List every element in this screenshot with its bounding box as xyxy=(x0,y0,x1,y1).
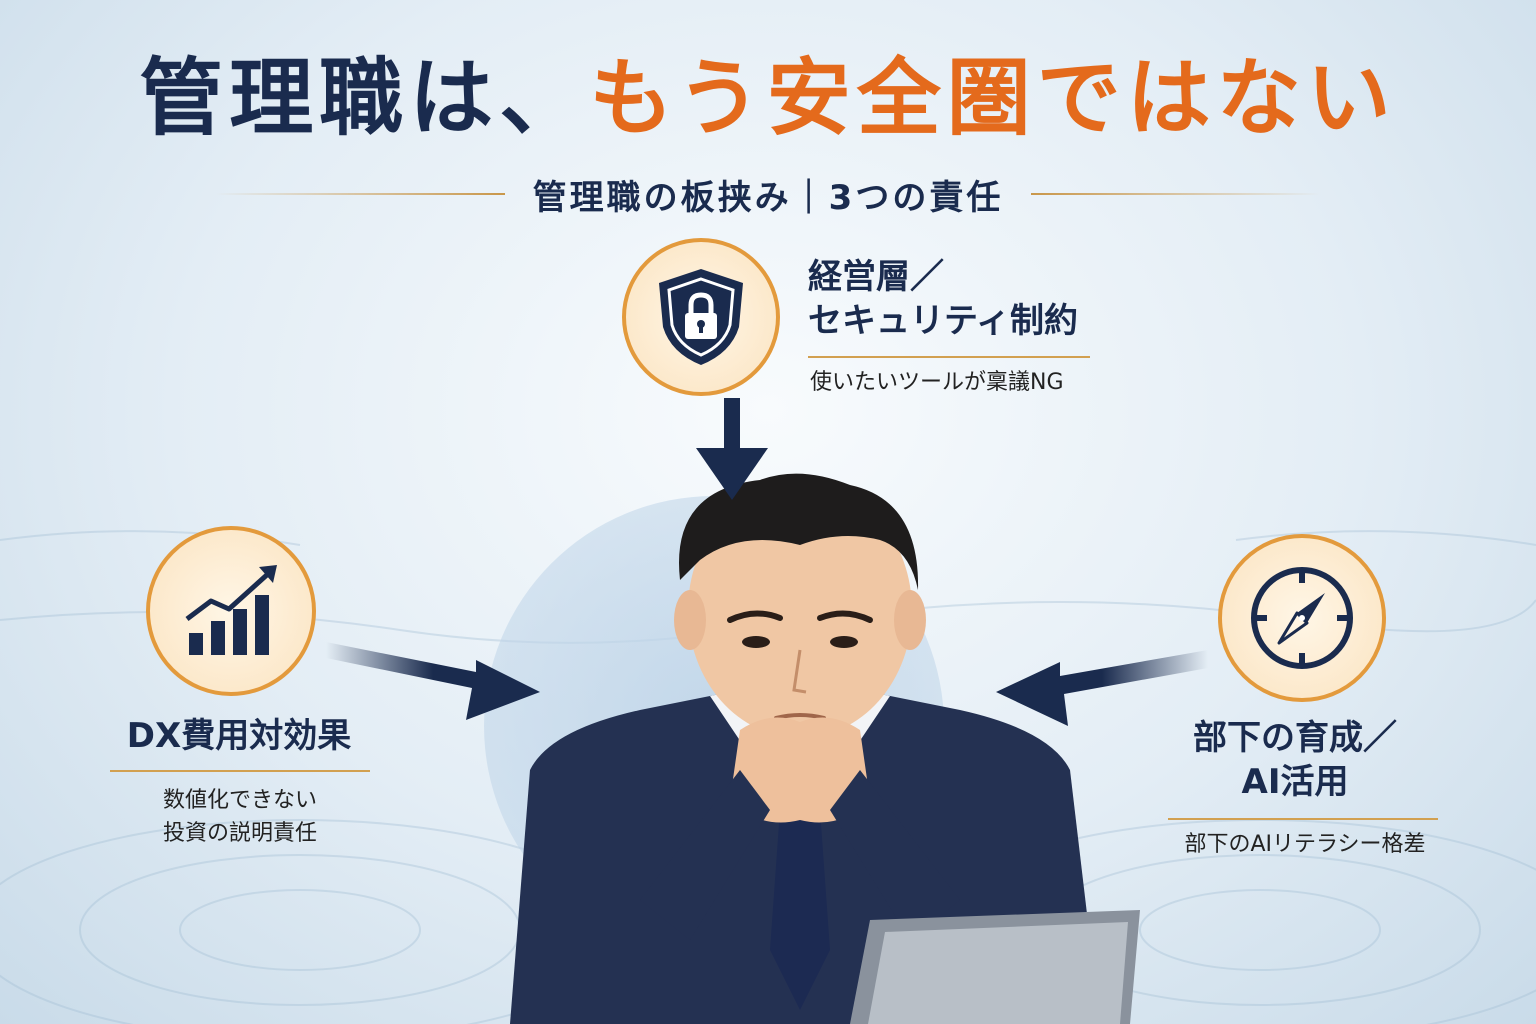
title-part-2: もう安全圏 xyxy=(589,49,1037,147)
top-heading: 経営層／ セキュリティ制約 xyxy=(808,255,1078,343)
growth-chart-icon xyxy=(185,565,277,655)
top-heading-line-2: セキュリティ制約 xyxy=(808,301,1078,342)
left-note-line-1: 数値化できない xyxy=(162,788,317,813)
left-note-line-2: 投資の説明責任 xyxy=(162,821,317,846)
left-heading: DX費用対効果 xyxy=(126,716,352,756)
top-heading-line-1: 経営層／ xyxy=(808,257,944,297)
right-icon-badge xyxy=(1218,534,1386,702)
main-title: 管理職は、もう安全圏ではない xyxy=(0,48,1536,149)
arrow-left-icon xyxy=(996,650,1208,726)
top-divider xyxy=(808,356,1090,358)
title-part-3: ではない xyxy=(1036,49,1397,147)
title-part-1: 管理職は、 xyxy=(139,49,590,147)
top-note: 使いたいツールが稟議NG xyxy=(810,370,1064,395)
shield-lock-icon xyxy=(659,269,743,365)
arrow-down-icon xyxy=(696,398,768,500)
subtitle-row: 管理職の板挟み｜3つの責任 xyxy=(0,172,1536,218)
subtitle-divider-left xyxy=(214,193,505,195)
right-note: 部下のAIリテラシー格差 xyxy=(1184,832,1426,857)
left-icon-badge xyxy=(146,526,316,696)
right-heading-line-2: AI活用 xyxy=(1241,762,1349,803)
compass-icon xyxy=(1251,567,1353,669)
subtitle: 管理職の板挟み｜3つの責任 xyxy=(532,177,1004,218)
worried-manager-illustration xyxy=(510,473,1140,1024)
subtitle-divider-right xyxy=(1031,193,1322,195)
right-heading-line-1: 部下の育成／ xyxy=(1193,718,1397,758)
right-heading: 部下の育成／ AI活用 xyxy=(1170,716,1420,804)
top-icon-badge xyxy=(622,238,780,396)
left-divider xyxy=(110,770,370,772)
arrow-right-icon xyxy=(326,642,540,720)
right-divider xyxy=(1168,818,1438,820)
left-note: 数値化できない 投資の説明責任 xyxy=(110,784,370,850)
